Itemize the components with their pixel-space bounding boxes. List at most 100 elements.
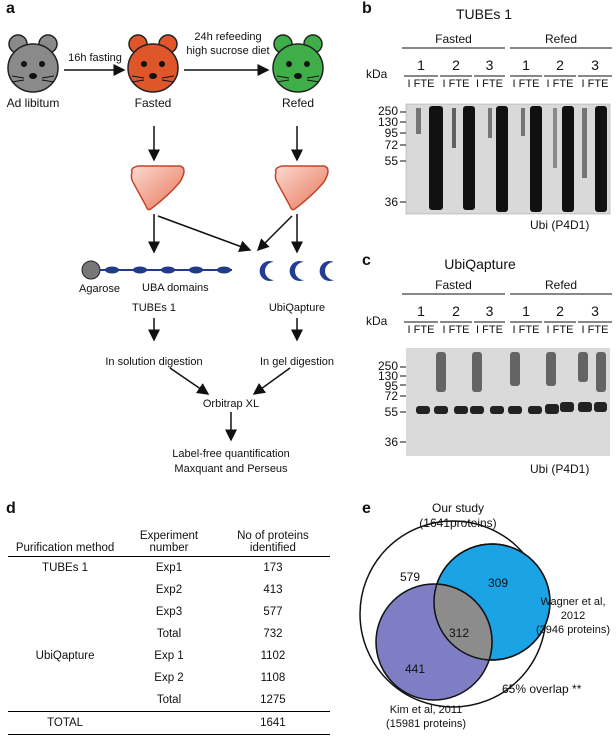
panel-label-a: a (6, 0, 15, 17)
marker-36: 36 (384, 195, 398, 209)
panel-label-c: c (362, 252, 371, 269)
cell-method: UbiQapture (35, 650, 95, 662)
label-agarose: Agarose (79, 283, 120, 295)
mouse-icon-ad-libitum (7, 34, 59, 93)
panel-label-e: e (362, 500, 371, 517)
label-in-solution-digestion: In solution digestion (105, 356, 203, 368)
cell-count: 732 (263, 628, 283, 640)
blot-tubes (405, 103, 611, 215)
label-refeeding-2: high sucrose diet (186, 45, 270, 57)
agarose-bead-icon (81, 260, 101, 280)
lane-sub: I FTE (512, 324, 540, 336)
panel-label-b: b (362, 0, 372, 17)
lane-number: 1 (417, 57, 425, 73)
uba-domains-icon (100, 266, 232, 274)
table-row: Exp 2 1108 (8, 667, 330, 689)
cell-method (8, 601, 122, 623)
wagner-label-1: Wagner et al, (540, 596, 606, 608)
venn-title-2: (1641proteins) (419, 516, 497, 530)
marker-95: 95 (384, 379, 398, 393)
header-purification: Purification method (15, 542, 115, 554)
marker-250: 250 (377, 104, 398, 118)
kda-label-b: kDa (366, 67, 388, 81)
lane-sub: I FTE (476, 78, 503, 90)
cell-exp: Exp1 (155, 562, 183, 574)
lane-number: 3 (591, 57, 599, 73)
table-row: Exp2 413 (8, 579, 330, 601)
cell-method (8, 689, 122, 712)
label-16h-fasting: 16h fasting (68, 52, 122, 64)
cell-method (8, 623, 122, 645)
marker-55: 55 (384, 405, 398, 419)
marker-55: 55 (384, 154, 398, 168)
label-quant-1: Label-free quantification (172, 448, 290, 460)
lane-sub: I FTE (512, 78, 540, 90)
lane-sub: I FTE (442, 324, 470, 336)
kim-label-1: Kim et al, 2011 (389, 704, 463, 716)
cell-total-value: 1641 (260, 717, 286, 729)
label-ubiqapture: UbiQapture (268, 302, 326, 314)
lane-sub: I FTE (546, 78, 574, 90)
lane-number: 3 (485, 57, 494, 73)
wagner-label-3: (3946 proteins) (536, 624, 610, 636)
blot-ubiqapture (406, 348, 610, 456)
cell-method: TUBEs 1 (42, 562, 89, 574)
label-refeeding-1: 24h refeeding (194, 31, 262, 43)
table-row: TUBEs 1 Exp1 173 (8, 557, 330, 580)
marker-36: 36 (384, 435, 398, 449)
lane-number: 2 (452, 303, 460, 319)
cell-count: 577 (263, 606, 283, 618)
ubiqapture-icon (259, 261, 334, 281)
lane-number: 2 (452, 57, 460, 73)
lane-sub: I FTE (442, 78, 470, 90)
table-row: Total 1275 (8, 689, 330, 712)
cell-method (8, 667, 122, 689)
overlap-label: 65% overlap ** (502, 682, 582, 696)
marker-130: 130 (377, 369, 398, 383)
label-orbitrap: Orbitrap XL (202, 398, 260, 410)
blot-title-ubiqapture: UbiQapture (444, 256, 516, 272)
cell-count: 413 (263, 584, 283, 596)
venn-count-wagner: 309 (488, 576, 509, 590)
cell-count: 1108 (260, 672, 286, 684)
cell-total-label: TOTAL (47, 717, 84, 729)
kda-label-c: kDa (366, 314, 388, 328)
label-quant-2: Maxquant and Perseus (174, 463, 288, 475)
label-refed: Refed (281, 96, 315, 110)
cell-exp: Exp2 (155, 584, 183, 596)
lane-number: 1 (417, 303, 425, 319)
mouse-icon-refed (272, 34, 324, 93)
cell-exp: Exp 2 (154, 672, 184, 684)
liver-icon-fasted (130, 165, 185, 211)
blot-title-tubes: TUBEs 1 (455, 6, 512, 22)
lane-sub: I FTE (476, 324, 503, 336)
cell-count: 1275 (260, 694, 286, 706)
lane-number: 3 (591, 303, 599, 319)
cell-method (8, 579, 122, 601)
lane-sub: I FTE (407, 78, 435, 90)
venn-diagram (359, 520, 551, 708)
cell-count: 173 (263, 562, 283, 574)
venn-count-all: 312 (449, 626, 470, 640)
wagner-label-2: 2012 (560, 610, 586, 622)
cell-exp: Exp 1 (154, 650, 184, 662)
marker-130: 130 (377, 115, 398, 129)
marker-95: 95 (384, 126, 398, 140)
marker-72: 72 (384, 138, 398, 152)
venn-intersection (434, 583, 493, 660)
header-proteins: No of proteins identified (237, 530, 309, 554)
venn-count-ours-only: 579 (400, 570, 421, 584)
protein-count-table: Purification method Experiment number No… (8, 528, 330, 735)
label-tubes1: TUBEs 1 (131, 302, 176, 314)
table-row: Total 732 (8, 623, 330, 645)
antibody-label-b: Ubi (P4D1) (530, 218, 590, 232)
cell-exp: Total (156, 694, 182, 706)
lane-number: 2 (556, 303, 564, 319)
cell-exp: Total (156, 628, 182, 640)
group-refed-b: Refed (544, 32, 578, 46)
lane-number: 1 (522, 57, 530, 73)
table-row: UbiQapture Exp 1 1102 (8, 645, 330, 667)
cell-exp: Exp3 (155, 606, 183, 618)
lane-sub: I FTE (581, 78, 609, 90)
